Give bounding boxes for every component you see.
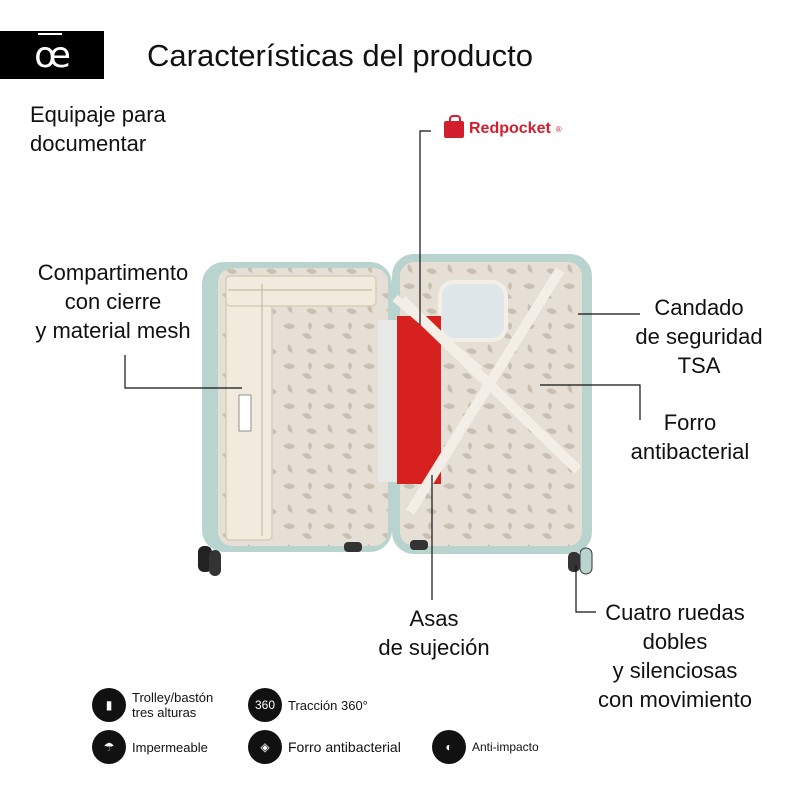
feature-anti-impacto: ◐ Anti-impacto <box>432 730 539 764</box>
page-title: Características del producto <box>147 38 533 73</box>
redpocket-callout <box>419 130 431 325</box>
label-compartimento: Compartimento con cierre y material mesh <box>35 260 191 343</box>
compartimento-callout <box>124 355 242 389</box>
feature-trolley: ▮ Trolley/bastón tres alturas <box>92 688 213 722</box>
ruedas-callout <box>575 565 596 613</box>
label-candado: Candado de seguridad TSA <box>635 295 763 378</box>
redpocket-brand: Redpocket ® <box>444 114 562 138</box>
feature-forro: ◈ Forro antibacterial <box>248 730 401 764</box>
umbrella-icon: ☂ <box>92 730 126 764</box>
impact-icon: ◐ <box>432 730 466 764</box>
shield-lining-icon: ◈ <box>248 730 282 764</box>
feature-impermeable: ☂ Impermeable <box>92 730 208 764</box>
brand-logo: œ <box>0 31 104 79</box>
feature-360: 360 Tracción 360° <box>248 688 368 722</box>
label-asas: Asas de sujeción <box>378 606 490 660</box>
bag-icon <box>444 114 464 138</box>
left-shell <box>198 262 392 576</box>
forro-callout <box>540 384 641 420</box>
label-forro: Forro antibacterial <box>630 410 750 464</box>
label-equipaje: Equipaje para documentar <box>30 102 166 156</box>
right-shell <box>378 254 593 575</box>
trolley-icon: ▮ <box>92 688 126 722</box>
label-ruedas: Cuatro ruedas dobles y silenciosas con m… <box>597 600 753 712</box>
rotation-360-icon: 360 <box>248 688 282 722</box>
